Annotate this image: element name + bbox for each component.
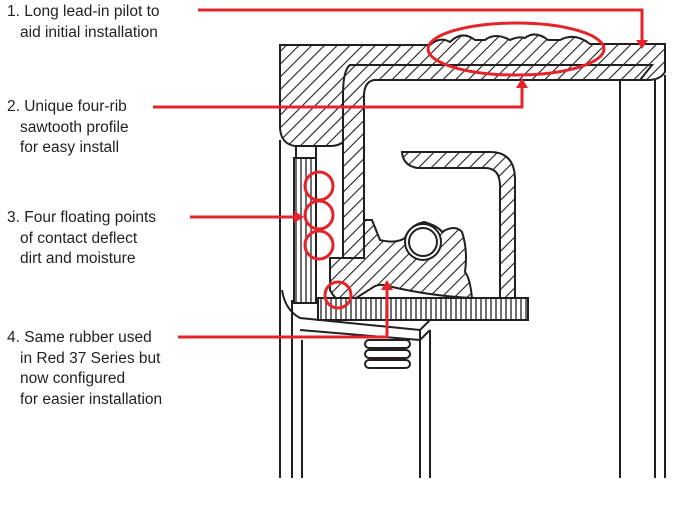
arrowhead-icon	[516, 78, 528, 88]
contact-point-circle	[323, 280, 353, 310]
metal-case	[342, 64, 655, 259]
callout-line: aid initial installation	[20, 23, 158, 41]
callout-1: 1. Long lead-in pilot to aid initial ins…	[7, 2, 160, 43]
callout-2: 2. Unique four-rib sawtooth profile for …	[7, 97, 129, 159]
callout-line: sawtooth profile	[20, 118, 129, 136]
callout-line: 4. Same rubber used	[7, 329, 152, 346]
bottom-ribs	[317, 297, 529, 321]
contact-point-circle	[303, 199, 335, 231]
arrowhead-icon	[381, 280, 393, 290]
callout-line: 1. Long lead-in pilot to	[7, 3, 160, 20]
fastener-threads	[364, 339, 411, 369]
callout-3: 3. Four floating points of contact defle…	[7, 208, 156, 270]
callout-line: 3. Four floating points	[7, 209, 157, 226]
leader-line-1	[198, 8, 644, 42]
sawtooth-highlight-ellipse	[426, 21, 606, 77]
outer-case	[279, 33, 666, 147]
contact-point-circle	[303, 229, 335, 261]
arrowhead-icon	[636, 40, 648, 49]
leader-line-4	[178, 288, 389, 339]
callout-line: 2. Unique four-rib	[7, 98, 127, 115]
callout-line: of contact deflect	[20, 229, 138, 247]
callout-line: now configured	[20, 370, 126, 387]
arrowhead-icon	[294, 211, 304, 223]
leader-line-2	[153, 86, 524, 109]
callout-line: for easy install	[20, 139, 120, 156]
callout-line: for easier installation	[20, 390, 163, 408]
callout-4: 4. Same rubber used in Red 37 Series but…	[7, 328, 162, 410]
callout-line: in Red 37 Series but	[20, 349, 161, 367]
callout-line: dirt and moisture	[20, 250, 136, 267]
